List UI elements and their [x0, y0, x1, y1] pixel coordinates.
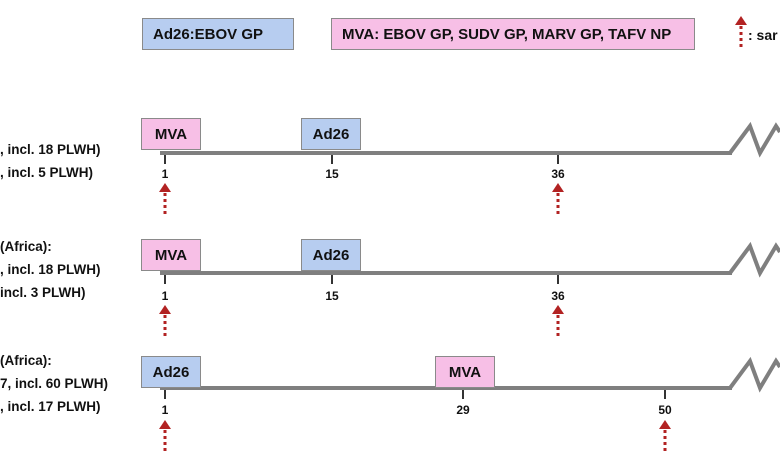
group-1-day-label: 36	[551, 167, 565, 181]
legend-mva-label: MVA: EBOV GP, SUDV GP, MARV GP, TAFV NP	[342, 25, 672, 43]
vaccination-label: MVA	[448, 363, 482, 381]
legend-mva-box: MVA: EBOV GP, SUDV GP, MARV GP, TAFV NP	[331, 18, 695, 50]
legend-sample-label: : sar	[748, 27, 778, 43]
group-3-label: (Africa): 7, incl. 60 PLWH) , incl. 17 P…	[0, 349, 108, 418]
group-1-label-line: , incl. 18 PLWH)	[0, 142, 101, 157]
group-2-sample-arrow-icon	[159, 305, 171, 337]
legend-sample-arrow-icon	[735, 16, 747, 48]
group-3-label-line: 7, incl. 60 PLWH)	[0, 376, 109, 391]
group-2-vaccination-mva: MVA	[141, 239, 201, 271]
group-3-label-line: , incl. 17 PLWH)	[0, 399, 101, 414]
vaccination-label: Ad26	[152, 363, 190, 381]
vaccination-label: Ad26	[312, 246, 350, 264]
vaccination-label: Ad26	[312, 125, 350, 143]
group-1-day-label: 1	[161, 167, 169, 181]
group-3-label-line: (Africa):	[0, 353, 52, 368]
group-2-day-label: 36	[551, 289, 565, 303]
group-2-vaccination-ad26: Ad26	[301, 239, 361, 271]
group-3-tick-day-1	[164, 390, 166, 399]
group-1-label: , incl. 18 PLWH) , incl. 5 PLWH)	[0, 138, 101, 184]
group-2-label: (Africa): , incl. 18 PLWH) incl. 3 PLWH)	[0, 235, 101, 304]
group-3-tick-day-50	[664, 390, 666, 399]
group-2-day-label: 15	[325, 289, 339, 303]
group-3-timeline	[160, 386, 732, 390]
group-3-day-label: 50	[658, 403, 672, 417]
group-2-tick-day-1	[164, 275, 166, 284]
group-1-timeline	[160, 151, 732, 155]
group-3-day-label: 29	[456, 403, 470, 417]
legend-ad26-box: Ad26:EBOV GP	[142, 18, 294, 50]
group-1-tick-day-1	[164, 155, 166, 164]
legend-ad26-label: Ad26:EBOV GP	[153, 25, 264, 43]
group-3-tick-day-29	[462, 390, 464, 399]
group-3-sample-arrow-icon	[659, 420, 671, 452]
vaccination-label: MVA	[154, 246, 188, 264]
group-2-label-line: , incl. 18 PLWH)	[0, 262, 101, 277]
group-2-timeline	[160, 271, 732, 275]
group-3-day-label: 1	[161, 403, 169, 417]
group-2-timeline-break-icon	[728, 241, 780, 278]
group-1-timeline-break-icon	[728, 121, 780, 158]
group-1-tick-day-36	[557, 155, 559, 164]
group-2-tick-day-36	[557, 275, 559, 284]
group-1-day-label: 15	[325, 167, 339, 181]
group-1-tick-day-15	[331, 155, 333, 164]
group-2-day-label: 1	[161, 289, 169, 303]
group-2-tick-day-15	[331, 275, 333, 284]
group-1-vaccination-ad26: Ad26	[301, 118, 361, 150]
group-2-sample-arrow-icon	[552, 305, 564, 337]
group-1-sample-arrow-icon	[552, 183, 564, 215]
group-2-label-line: incl. 3 PLWH)	[0, 285, 86, 300]
group-3-sample-arrow-icon	[159, 420, 171, 452]
group-3-timeline-break-icon	[728, 356, 780, 393]
group-3-vaccination-mva: MVA	[435, 356, 495, 388]
group-1-vaccination-mva: MVA	[141, 118, 201, 150]
group-2-label-line: (Africa):	[0, 239, 52, 254]
group-1-label-line: , incl. 5 PLWH)	[0, 165, 94, 180]
vaccination-label: MVA	[154, 125, 188, 143]
group-1-sample-arrow-icon	[159, 183, 171, 215]
group-3-vaccination-ad26: Ad26	[141, 356, 201, 388]
